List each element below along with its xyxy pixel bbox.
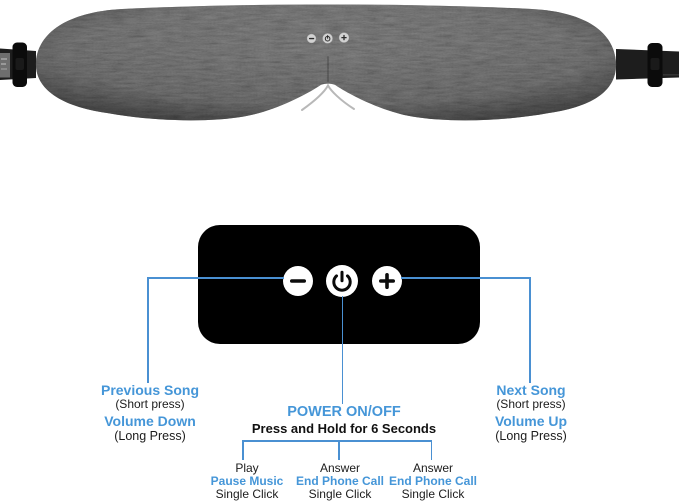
strap-buckle-right xyxy=(647,43,663,87)
sleep-mask-body xyxy=(35,4,617,121)
callout-next-song: Next Song (Short press) Volume Up (Long … xyxy=(451,383,611,443)
callout-line-right-horizontal xyxy=(401,277,531,279)
callout-answer-call-2: Answer End Phone Call Single Click xyxy=(373,462,493,500)
long-press-label: (Long Press) xyxy=(114,428,186,443)
power-icon xyxy=(332,270,352,292)
mask-plus-button-icon xyxy=(338,32,350,43)
callout-play-pause: Play Pause Music Single Click xyxy=(187,462,307,500)
long-press-label: (Long Press) xyxy=(495,428,567,443)
plus-icon xyxy=(379,273,395,289)
mask-power-button-icon xyxy=(322,33,333,44)
power-on-off-label: POWER ON/OFF xyxy=(287,404,401,420)
answer-label: Answer xyxy=(319,461,360,475)
end-phone-call-label: End Phone Call xyxy=(295,473,384,488)
mask-minus-button-icon xyxy=(306,33,317,44)
pause-music-label: Pause Music xyxy=(210,473,284,488)
mask-strap-left xyxy=(0,42,36,87)
callout-line-right-vertical xyxy=(529,277,531,383)
next-song-label: Next Song xyxy=(496,382,566,398)
short-press-label: (Short press) xyxy=(496,397,566,411)
end-phone-call-label: End Phone Call xyxy=(388,473,477,488)
single-click-label: Single Click xyxy=(401,486,465,501)
callout-bracket-tick-left xyxy=(242,440,244,460)
strap-end-tag xyxy=(0,53,10,78)
previous-song-label: Previous Song xyxy=(100,382,200,398)
callout-bracket-tick-right xyxy=(430,440,433,460)
callout-previous-song: Previous Song (Short press) Volume Down … xyxy=(70,383,230,443)
callout-bracket-horizontal xyxy=(242,440,433,442)
power-button xyxy=(326,265,358,297)
single-click-label: Single Click xyxy=(215,486,279,501)
callout-answer-call-1: Answer End Phone Call Single Click xyxy=(280,462,400,500)
short-press-label: (Short press) xyxy=(115,397,185,411)
callout-bracket-tick-center xyxy=(338,440,340,460)
volume-down-label: Volume Down xyxy=(104,412,196,429)
callout-line-left-horizontal xyxy=(148,277,284,279)
callout-power: POWER ON/OFF Press and Hold for 6 Second… xyxy=(234,404,454,436)
press-and-hold-label: Press and Hold for 6 Seconds xyxy=(251,421,437,436)
minus-button xyxy=(283,266,313,296)
callout-line-left-vertical xyxy=(147,277,149,383)
answer-label: Answer xyxy=(412,461,453,475)
mask-strap-right xyxy=(616,43,679,87)
sleep-mask-photo xyxy=(0,4,679,121)
strap-buckle-left xyxy=(12,42,27,87)
play-label: Play xyxy=(235,461,259,475)
volume-up-label: Volume Up xyxy=(494,412,568,429)
nose-notch-crease xyxy=(301,83,355,111)
control-panel-closeup xyxy=(198,225,480,344)
minus-icon xyxy=(290,279,306,283)
plus-button xyxy=(372,266,402,296)
single-click-label: Single Click xyxy=(308,486,372,501)
callout-line-power-vertical xyxy=(341,296,344,404)
